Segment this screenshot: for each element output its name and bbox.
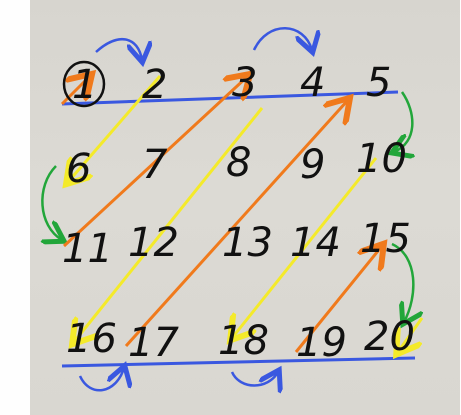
yellow-arrow-20 [398,317,424,352]
cell-14: 14 [290,220,341,266]
cell-16: 16 [66,316,117,362]
green-curve-arrow-5-to-10 [394,91,412,152]
cell-4: 4 [300,60,325,106]
cell-8: 8 [226,140,251,186]
cell-6: 6 [66,146,91,192]
cell-17: 17 [128,320,179,366]
green-curve-arrow-6-to-11 [42,165,62,240]
cell-3: 3 [232,60,257,106]
cell-13: 13 [222,220,273,266]
cell-2: 2 [142,62,167,108]
yellow-arrow-2-to-6 [68,75,162,182]
yellow-arrow-8-to-16 [74,107,264,342]
orange-arrow-19-to-15 [294,246,382,353]
cell-20: 20 [364,314,415,360]
paper-background [30,0,460,415]
cell-18: 18 [218,318,269,364]
cell-5: 5 [366,60,391,106]
blue-curve-arrow-1-to-2 [95,37,142,60]
cell-12: 12 [128,220,179,266]
start-circle [62,60,106,108]
orange-arrow-17-to-9 [124,100,348,348]
blue-curve-arrow-3-to-4 [252,27,312,50]
cell-1: 1 [72,62,97,108]
cell-9: 9 [300,142,325,188]
yellow-arrow-10-to-18 [232,157,378,338]
cell-11: 11 [62,226,113,272]
cell-19: 19 [296,320,347,366]
blue-curve-arrow-16-to-17 [78,368,124,392]
cell-10: 10 [356,136,407,182]
orange-arrow-11-to-3 [62,76,248,248]
green-curve-arrow-15-to-20 [391,242,413,322]
cell-15: 15 [360,216,411,262]
cell-7: 7 [142,142,168,188]
orange-arrow-1 [60,76,90,106]
blue-curve-arrow-18-to-19 [230,372,278,386]
